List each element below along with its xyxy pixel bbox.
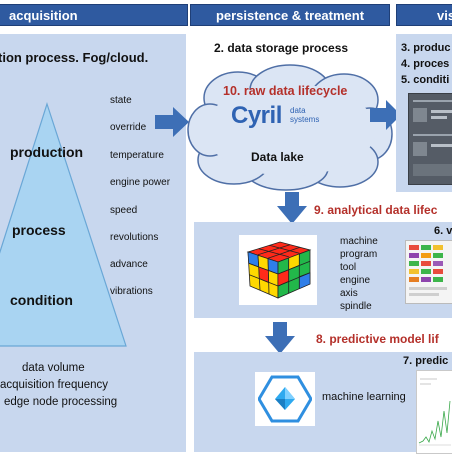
- cube-label-program: program: [340, 249, 378, 260]
- data-lake-label: Data lake: [251, 150, 304, 164]
- visualization-item-3: 3. produc: [401, 42, 451, 54]
- pyramid-level-process: process: [12, 222, 66, 238]
- arrow-to-predictive: [265, 322, 295, 354]
- visualization-item-6: 6. v: [434, 225, 452, 237]
- variable-temperature: temperature: [110, 150, 164, 161]
- cube-label-machine: machine: [340, 236, 378, 247]
- acquisition-line-frequency: acquisition frequency: [0, 379, 109, 391]
- persistence-header-label: persistence & treatment: [215, 8, 365, 23]
- data-lake-cloud: [187, 64, 393, 191]
- variable-vibrations: vibrations: [110, 286, 153, 297]
- arrow-to-visualization: [370, 100, 401, 130]
- variable-override: override: [110, 122, 147, 133]
- pyramid-level-condition: condition: [10, 292, 73, 308]
- prediction-mini-chart: [418, 378, 451, 446]
- acquisition-line-volume: data volume: [22, 362, 85, 374]
- dashboard-screenshot: [408, 93, 452, 185]
- visualization-item-5: 5. conditi: [401, 74, 450, 86]
- visualization-header: vis: [396, 4, 452, 26]
- cube-label-axis: axis: [340, 288, 358, 299]
- pyramid-level-production: production: [10, 144, 84, 160]
- predictive-lifecycle-label: 8. predictive model lif: [316, 332, 439, 346]
- cyril-logo-main: Cyril: [231, 102, 282, 129]
- storage-title: 2. data storage process: [214, 41, 349, 55]
- acquisition-header: acquisition: [0, 4, 188, 26]
- cyril-logo: Cyril data systems: [231, 102, 361, 132]
- variable-revolutions: revolutions: [110, 232, 159, 243]
- rubiks-cube-icon: [246, 241, 312, 299]
- acquisition-subtitle: tion process. Fog/cloud.: [0, 50, 149, 65]
- persistence-header: persistence & treatment: [190, 4, 390, 26]
- colored-table-screenshot: [405, 240, 452, 304]
- machine-learning-label: machine learning: [322, 391, 406, 403]
- prediction-chart-screenshot: [416, 370, 452, 454]
- machine-learning-icon: [258, 375, 312, 423]
- visualization-item-7: 7. predic: [403, 355, 449, 367]
- visualization-item-4: 4. proces: [401, 58, 450, 70]
- arrow-to-cloud: [155, 107, 189, 137]
- cube-label-tool: tool: [340, 262, 357, 273]
- variable-state: state: [110, 95, 132, 106]
- visualization-header-label: vis: [437, 8, 452, 23]
- variable-advance: advance: [110, 259, 148, 270]
- pyramid-shape: [0, 102, 127, 347]
- acquisition-line-edge: edge node processing: [4, 396, 118, 408]
- acquisition-header-label: acquisition: [9, 8, 78, 23]
- variable-engine-power: engine power: [110, 177, 171, 188]
- cube-label-engine: engine: [340, 275, 371, 286]
- cyril-logo-sub-2: systems: [290, 115, 320, 124]
- cyril-logo-sub-1: data: [290, 106, 306, 115]
- variable-speed: speed: [110, 205, 138, 216]
- predictive-panel: [194, 352, 452, 452]
- arrow-to-analytical: [277, 192, 307, 224]
- cube-label-spindle: spindle: [340, 301, 372, 312]
- raw-data-lifecycle-label: 10. raw data lifecycle: [223, 84, 348, 98]
- analytical-lifecycle-label: 9. analytical data lifec: [314, 203, 438, 217]
